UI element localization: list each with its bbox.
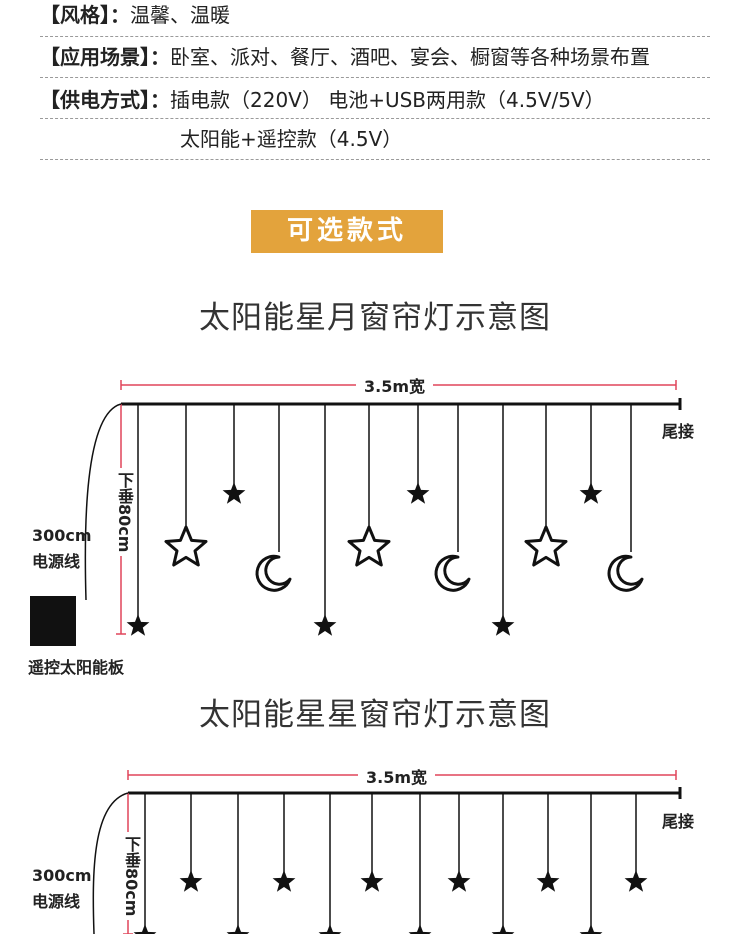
star-icon xyxy=(360,870,384,892)
diagram1: 3.5m宽 尾接 下垂80cm 300cm 电源线 遥控太阳能板 xyxy=(0,360,750,680)
star-icon xyxy=(491,924,515,934)
star-icon xyxy=(406,482,430,504)
diagram2-title: 太阳能星星窗帘灯示意图 xyxy=(199,697,551,733)
star-icon xyxy=(222,482,246,504)
moon-icon xyxy=(255,554,292,592)
spec-power-value-2: 太阳能+遥控款（4.5V） xyxy=(180,127,403,151)
spec-style-label: 【风格】： xyxy=(40,3,130,27)
moon-icon xyxy=(607,554,644,592)
star-icon xyxy=(447,870,471,892)
star-icon xyxy=(536,870,560,892)
solar-panel xyxy=(30,596,76,646)
star-icon xyxy=(579,924,603,934)
diagram2-svg xyxy=(92,770,682,934)
star-icon xyxy=(318,924,342,934)
spec-divider xyxy=(40,36,710,37)
diagram1-panel-label: 遥控太阳能板 xyxy=(28,658,125,677)
diagram2: 3.5m宽 尾接 下垂80cm 300cm 电源线 xyxy=(0,754,750,934)
options-badge: 可选款式 xyxy=(251,210,443,253)
diagram2-tail-label: 尾接 xyxy=(662,812,695,831)
star-icon xyxy=(579,482,603,504)
star-outline-icon xyxy=(347,525,391,567)
spec-power-value: 插电款（220V） 电池+USB两用款（4.5V/5V） xyxy=(170,88,605,112)
star-icon xyxy=(179,870,203,892)
star-icon xyxy=(226,924,250,934)
diagram1-cable-label: 电源线 xyxy=(32,552,81,571)
spec-scene-value: 卧室、派对、餐厅、酒吧、宴会、橱窗等各种场景布置 xyxy=(170,45,650,69)
diagram1-svg xyxy=(30,380,682,646)
diagram1-tail-label: 尾接 xyxy=(662,422,695,441)
spec-divider xyxy=(40,118,710,119)
star-icon xyxy=(133,924,157,934)
diagram1-cable-length: 300cm xyxy=(32,526,92,545)
spec-power-row-2: 太阳能+遥控款（4.5V） xyxy=(180,124,700,154)
diagram1-width-label: 3.5m宽 xyxy=(356,373,434,397)
diagram2-drop-label: 下垂80cm xyxy=(119,832,143,921)
star-icon xyxy=(313,614,337,636)
spec-power-label: 【供电方式】： xyxy=(40,88,170,112)
diagram1-title: 太阳能星月窗帘灯示意图 xyxy=(199,300,551,336)
moon-icon xyxy=(434,554,471,592)
star-icon xyxy=(126,614,150,636)
diagram2-cable-length: 300cm xyxy=(32,866,92,885)
spec-style-row: 【风格】：温馨、温暖 xyxy=(40,0,710,30)
power-cable xyxy=(92,792,129,934)
diagram2-width-label: 3.5m宽 xyxy=(358,764,436,788)
spec-scene-row: 【应用场景】：卧室、派对、餐厅、酒吧、宴会、橱窗等各种场景布置 xyxy=(40,42,710,72)
spec-divider xyxy=(40,159,710,160)
star-icon xyxy=(624,870,648,892)
star-outline-icon xyxy=(524,525,568,567)
diagram1-drop-label: 下垂80cm xyxy=(112,468,136,557)
spec-style-value: 温馨、温暖 xyxy=(130,3,230,27)
spec-scene-label: 【应用场景】： xyxy=(40,45,170,69)
star-outline-icon xyxy=(164,525,208,567)
star-icon xyxy=(272,870,296,892)
power-cable xyxy=(84,403,122,601)
star-icon xyxy=(408,924,432,934)
diagram2-cable-label: 电源线 xyxy=(32,892,81,911)
spec-divider xyxy=(40,77,710,78)
star-icon xyxy=(491,614,515,636)
spec-power-row: 【供电方式】：插电款（220V） 电池+USB两用款（4.5V/5V） xyxy=(40,85,710,115)
